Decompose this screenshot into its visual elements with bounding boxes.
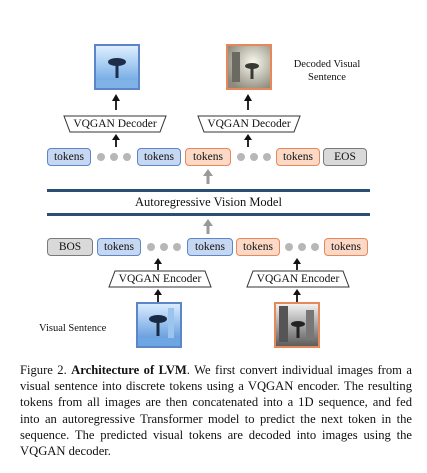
arrow-up-icon	[112, 134, 120, 147]
model-label: Autoregressive Vision Model	[135, 195, 282, 209]
arrow-up-icon	[154, 289, 162, 302]
arrow-up-icon	[203, 169, 213, 184]
vqgan-decoder-2: VQGAN Decoder	[197, 115, 301, 133]
ellipsis-dots	[147, 238, 181, 256]
arrow-up-icon	[293, 289, 301, 302]
bottom-token-3: tokens	[236, 238, 280, 256]
model-bottom-bar	[47, 213, 370, 216]
figure-caption: Figure 2. Architecture of LVM. We first …	[20, 362, 412, 459]
top-token-3: tokens	[185, 148, 231, 166]
ellipsis-dots	[97, 148, 131, 166]
top-token-4: tokens	[276, 148, 320, 166]
arrow-up-icon	[203, 219, 213, 234]
top-token-2: tokens	[137, 148, 181, 166]
top-token-eos: EOS	[323, 148, 367, 166]
arrow-up-icon	[154, 258, 162, 270]
arrow-up-icon	[244, 94, 252, 110]
ellipsis-dots	[285, 238, 319, 256]
decoded-visual-sentence-label: Decoded Visual Sentence	[293, 59, 361, 83]
input-image-1	[136, 302, 182, 348]
bottom-token-2: tokens	[187, 238, 233, 256]
model-top-bar	[47, 189, 370, 192]
decoded-image-1	[94, 44, 140, 90]
decoded-image-2	[226, 44, 272, 90]
arrow-up-icon	[244, 134, 252, 147]
vqgan-encoder-2: VQGAN Encoder	[246, 270, 350, 288]
bottom-token-bos: BOS	[47, 238, 93, 256]
visual-sentence-label: Visual Sentence	[39, 323, 107, 334]
arrow-up-icon	[112, 94, 120, 110]
caption-label: Figure 2.	[20, 363, 67, 377]
ellipsis-dots	[237, 148, 271, 166]
caption-body: . We first convert individual images fro…	[20, 363, 412, 459]
top-token-1: tokens	[47, 148, 91, 166]
input-image-2	[274, 302, 320, 348]
arrow-up-icon	[293, 258, 301, 270]
vqgan-decoder-1: VQGAN Decoder	[63, 115, 167, 133]
bottom-token-4: tokens	[324, 238, 368, 256]
caption-title: Architecture of LVM	[71, 363, 187, 377]
bottom-token-1: tokens	[97, 238, 141, 256]
vqgan-encoder-1: VQGAN Encoder	[108, 270, 212, 288]
